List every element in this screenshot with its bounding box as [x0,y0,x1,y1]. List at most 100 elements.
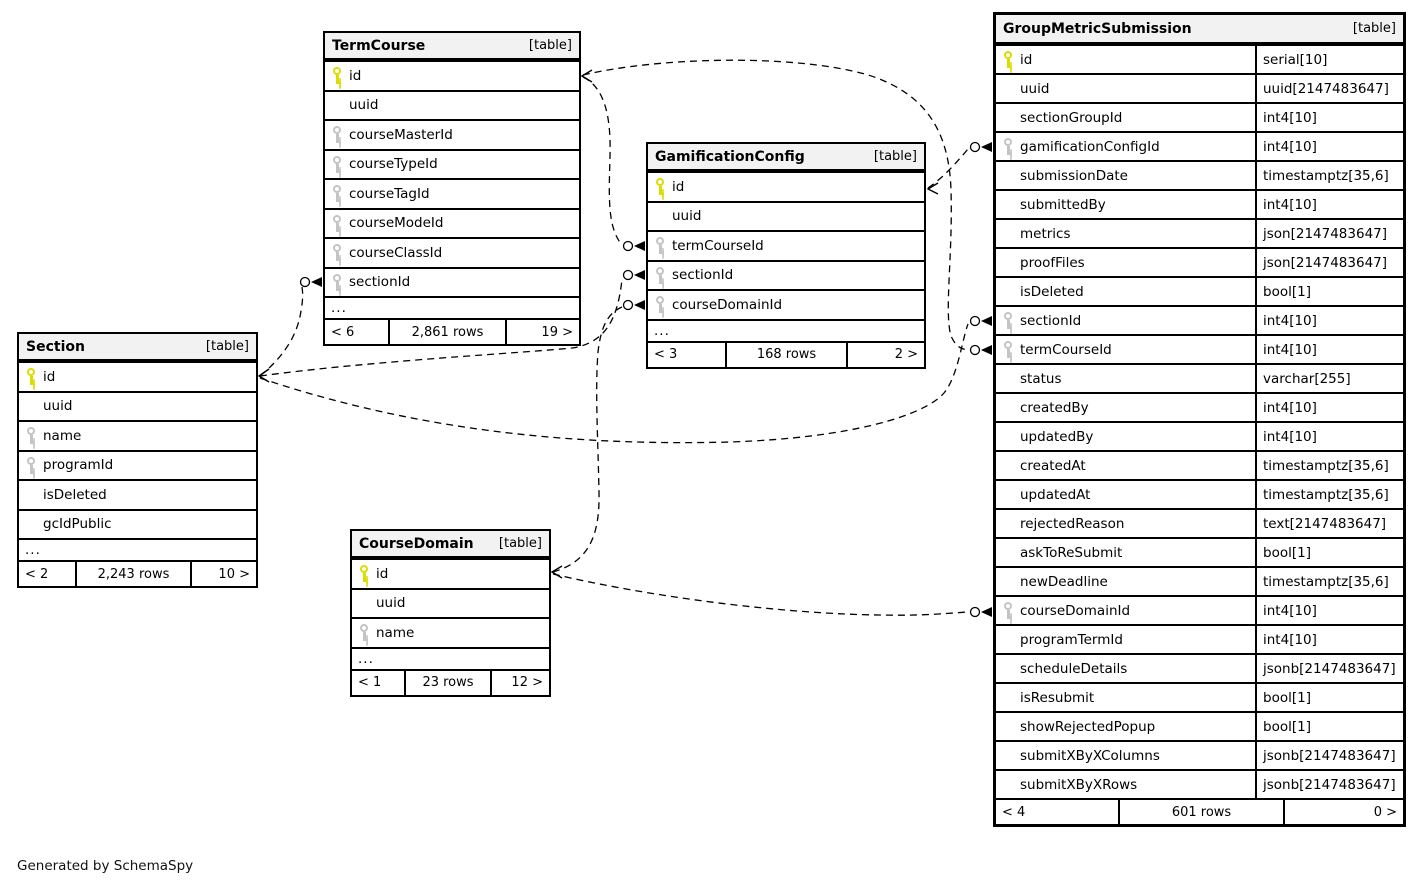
column-name: sectionId [349,274,411,291]
degree-left-indicator: < 4 [1002,804,1026,820]
column-row[interactable]: ... [19,538,256,560]
degree-right-indicator: 0 > [1283,800,1403,824]
column-row[interactable]: proofFiles json[2147483647] [996,247,1403,276]
degree-right-indicator: 12 > [490,670,549,695]
column-name: programTermId [1020,631,1123,648]
column-name: isResubmit [1020,689,1095,706]
key-icon [655,237,666,255]
column-row[interactable]: showRejectedPopup bool[1] [996,711,1403,740]
column-type: varchar[255] [1255,365,1403,392]
column-row[interactable]: sectionId [325,266,579,297]
row-count: 168 rows [725,342,846,367]
relationship-line [582,76,623,246]
degree-left-indicator: < 1 [358,675,382,690]
column-row[interactable]: name [352,617,549,647]
table-header[interactable]: CourseDomain [table] [352,531,549,558]
column-row[interactable]: ... [648,318,924,341]
column-row[interactable]: courseModeId [325,207,579,238]
column-row[interactable]: newDeadline timestamptz[35,6] [996,566,1403,595]
column-row[interactable]: sectionId int4[10] [996,305,1403,334]
column-row[interactable]: gcIdPublic [19,508,256,539]
generator-note: Generated by SchemaSpy [17,858,194,874]
column-type: timestamptz[35,6] [1255,162,1403,189]
column-row[interactable]: courseMasterId [325,119,579,149]
column-row[interactable]: updatedAt timestamptz[35,6] [996,479,1403,508]
column-row[interactable]: courseTagId [325,178,579,208]
column-row[interactable]: uuid [19,390,256,421]
column-row[interactable]: submittedBy int4[10] [996,189,1403,218]
fk-connector-gc-coursedomainid [622,299,645,311]
table-type-badge: [table] [205,339,249,354]
column-row[interactable]: gamificationConfigId int4[10] [996,131,1403,160]
column-row[interactable]: id [325,60,579,90]
column-row[interactable]: name [19,420,256,450]
table-coursedomain[interactable]: CourseDomain [table] id uuid name ... [350,529,551,697]
column-row[interactable]: id [352,558,549,588]
column-row[interactable]: id [19,361,256,391]
key-icon [1003,51,1014,68]
column-row[interactable]: id serial[10] [996,44,1403,73]
column-name: gamificationConfigId [1020,138,1160,155]
column-row[interactable]: scheduleDetails jsonb[2147483647] [996,653,1403,682]
column-type: bool[1] [1255,684,1403,711]
column-name: uuid [349,97,379,114]
column-row[interactable]: termCourseId int4[10] [996,334,1403,363]
table-header[interactable]: GroupMetricSubmission [table] [996,15,1403,44]
column-row[interactable]: metrics json[2147483647] [996,218,1403,247]
table-header[interactable]: Section [table] [19,334,256,361]
table-gamificationconfig[interactable]: GamificationConfig [table] id uuid termC… [646,142,926,369]
column-row[interactable]: rejectedReason text[2147483647] [996,508,1403,537]
column-row[interactable]: submitXByXColumns jsonb[2147483647] [996,740,1403,769]
column-row[interactable]: updatedBy int4[10] [996,421,1403,450]
column-row[interactable]: programId [19,449,256,480]
column-type: bool[1] [1255,278,1403,305]
column-row[interactable]: createdBy int4[10] [996,392,1403,421]
relationship-line [259,286,304,377]
column-row[interactable]: id [648,171,924,201]
column-row[interactable]: submitXByXRows jsonb[2147483647] [996,769,1403,798]
column-name: status [1020,370,1062,387]
table-groupmetricsubmission[interactable]: GroupMetricSubmission [table] id serial[… [993,12,1406,827]
column-row[interactable]: uuid [325,89,579,120]
column-row[interactable]: isResubmit bool[1] [996,682,1403,711]
column-list: id uuid name ... [352,558,549,669]
column-row[interactable]: askToReSubmit bool[1] [996,537,1403,566]
degree-left-indicator: < 6 [331,324,355,340]
table-termcourse[interactable]: TermCourse [table] id uuid courseMasterI… [323,31,581,346]
column-type: int4[10] [1255,626,1403,653]
key-icon [359,565,370,583]
row-count: 601 rows [1118,800,1283,824]
column-row[interactable]: isDeleted [19,479,256,509]
table-header[interactable]: GamificationConfig [table] [648,144,924,171]
column-name: createdBy [1020,399,1089,416]
column-name: gcIdPublic [43,516,112,533]
column-row[interactable]: courseClassId [325,237,579,267]
column-name: courseTypeId [349,156,438,173]
column-row[interactable]: courseDomainId int4[10] [996,595,1403,624]
table-header[interactable]: TermCourse [table] [325,33,579,60]
column-row[interactable]: status varchar[255] [996,363,1403,392]
column-name: termCourseId [672,237,764,254]
column-name: sectionGroupId [1020,109,1123,126]
column-row[interactable]: createdAt timestamptz[35,6] [996,450,1403,479]
column-row[interactable]: isDeleted bool[1] [996,276,1403,305]
column-row[interactable]: ... [325,296,579,318]
row-count: 23 rows [404,670,490,695]
column-row[interactable]: uuid uuid[2147483647] [996,73,1403,102]
key-icon [1003,602,1014,619]
column-row[interactable]: programTermId int4[10] [996,624,1403,653]
column-name: id [376,565,389,582]
column-row[interactable]: submissionDate timestamptz[35,6] [996,160,1403,189]
column-row[interactable]: termCourseId [648,230,924,260]
column-row[interactable]: sectionGroupId int4[10] [996,102,1403,131]
column-row[interactable]: ... [352,646,549,669]
table-section[interactable]: Section [table] id uuid name programId [17,332,258,588]
key-icon [332,185,343,203]
column-row[interactable]: uuid [352,587,549,618]
column-name: courseModeId [349,215,444,232]
column-row[interactable]: courseTypeId [325,148,579,179]
column-row[interactable]: sectionId [648,259,924,290]
column-row[interactable]: courseDomainId [648,289,924,319]
column-row[interactable]: uuid [648,200,924,231]
column-name: courseMasterId [349,126,453,143]
